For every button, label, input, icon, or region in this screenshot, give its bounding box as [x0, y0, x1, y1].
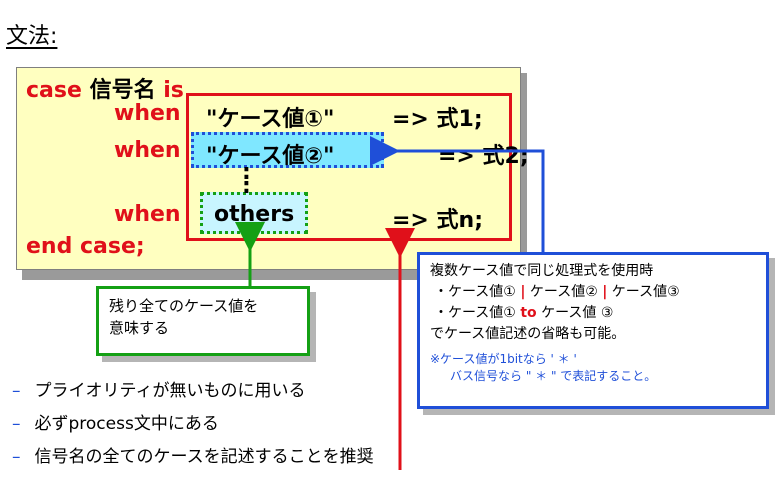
bullet-item-1: –プライオリティが無いものに用いる	[12, 381, 306, 401]
bullet-item-3: –信号名の全てのケースを記述することを推奨	[12, 447, 374, 467]
page-title: 文法:	[6, 24, 58, 49]
end-case: end case;	[26, 234, 145, 259]
expression-2: => 式2;	[438, 144, 529, 169]
is-keyword: is	[163, 78, 184, 103]
multiple-values-note: 複数ケース値で同じ処理式を使用時 ・ケース値① | ケース値② | ケース値③ …	[417, 252, 769, 409]
case-value-2: "ケース値②"	[206, 144, 335, 169]
ellipsis-dots: ::	[242, 160, 251, 199]
case-value-1: "ケース値①"	[206, 107, 335, 132]
or-syntax-line: ・ケース値① | ケース値② | ケース値③	[434, 284, 680, 300]
when-keyword-2: when	[114, 138, 181, 163]
range-syntax-line: ・ケース値① to ケース値 ③	[434, 305, 614, 321]
when-keyword-1: when	[114, 101, 181, 126]
signal-name: 信号名	[89, 78, 156, 103]
case-line: case 信号名 is	[26, 72, 184, 104]
bullet-item-2: –必ずprocess文中にある	[12, 414, 219, 434]
code-box	[16, 67, 521, 270]
case-keyword: case	[26, 78, 82, 103]
expression-1: => 式1;	[392, 107, 483, 132]
when-clauses-frame	[186, 93, 512, 241]
when-keyword-3: when	[114, 202, 181, 227]
blue-arrow	[370, 136, 545, 252]
others-explanation-note: 残り全てのケース値を 意味する	[96, 286, 310, 356]
